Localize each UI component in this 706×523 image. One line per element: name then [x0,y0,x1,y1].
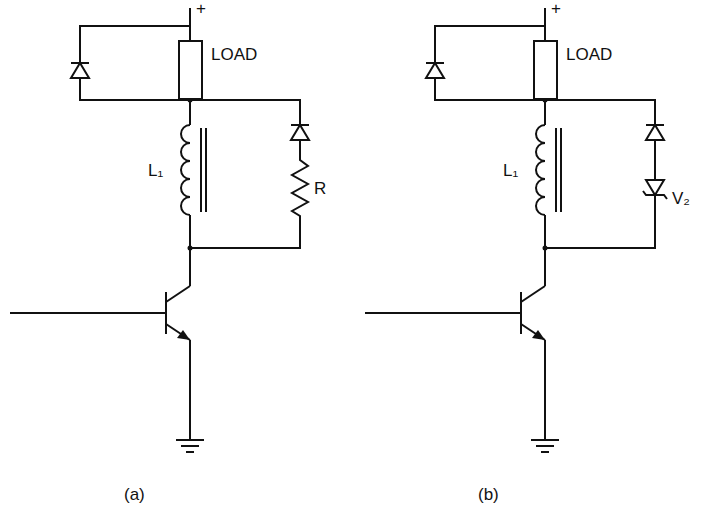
supply-terminal: + [196,0,206,17]
load-box: LOAD [533,40,558,100]
circuit-a [10,8,309,452]
emitter-arrow [177,330,190,340]
load-label: LOAD [566,46,612,63]
figure-label: (b) [478,486,499,503]
inductor-label: L₁ [148,162,163,179]
figure-label: (a) [124,486,145,503]
circuit-b [365,8,664,452]
zener-label: V₂ [672,190,690,207]
resistor-label: R [314,180,326,197]
resistor-symbol [292,150,308,236]
junction-dots [188,98,548,251]
supply-terminal: + [551,0,561,17]
load-box: LOAD [178,40,203,100]
zener-diode-symbol [643,150,667,236]
emitter-arrow [532,330,545,340]
inductor-label: L₁ [503,162,518,179]
load-label: LOAD [211,46,257,63]
